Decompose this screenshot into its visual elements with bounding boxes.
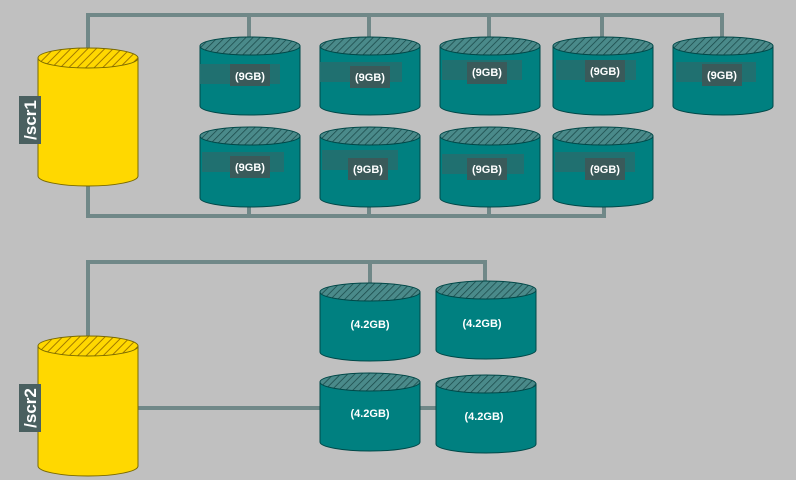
- svg-text:/scr2: /scr2: [21, 388, 40, 428]
- disk-cylinder: (4.2GB): [319, 282, 421, 362]
- disk-cylinder: (4.2GB): [319, 372, 421, 452]
- scr1-connectors: [86, 13, 724, 218]
- disk-cylinder: (9GB): [439, 126, 541, 208]
- disk-capacity-label: (9GB): [707, 70, 737, 82]
- disk-capacity-label: (9GB): [590, 164, 620, 176]
- disk-cylinder: (9GB): [319, 36, 421, 116]
- disk-capacity-label: (9GB): [472, 67, 502, 79]
- volume-cylinder-scr2: [37, 335, 139, 477]
- disk-capacity-label: (9GB): [590, 66, 620, 78]
- disk-capacity-label: (9GB): [353, 164, 383, 176]
- disk-cylinder: (4.2GB): [435, 374, 537, 454]
- volume-group-scr1: /scr1 (9GB) (9GB) (9GB): [19, 13, 774, 218]
- disk-cylinder: (4.2GB): [435, 280, 537, 360]
- disk-capacity-label: (4.2GB): [350, 408, 389, 420]
- disk-cylinder: (9GB): [552, 126, 654, 208]
- scr2-connectors: [86, 260, 487, 410]
- disk-cylinder: (9GB): [199, 126, 301, 208]
- svg-text:/scr1: /scr1: [21, 100, 40, 140]
- disk-cylinder: (9GB): [439, 36, 541, 116]
- disk-capacity-label: (9GB): [472, 164, 502, 176]
- disk-cylinder: (9GB): [199, 36, 301, 116]
- disk-cylinder: (9GB): [552, 36, 654, 116]
- disk-capacity-label: (4.2GB): [464, 411, 503, 423]
- disk-capacity-label: (4.2GB): [350, 319, 389, 331]
- volume-label-scr1: /scr1: [19, 96, 41, 144]
- volume-cylinder-scr1: [37, 47, 139, 187]
- disk-cylinder: (9GB): [672, 36, 774, 116]
- disk-capacity-label: (9GB): [235, 162, 265, 174]
- volume-label-scr2: /scr2: [19, 384, 41, 432]
- disk-capacity-label: (9GB): [235, 71, 265, 83]
- volume-group-scr2: /scr2 (4.2GB) (4.2GB) (4.2GB) (4.2GB): [19, 260, 537, 477]
- disk-capacity-label: (4.2GB): [462, 318, 501, 330]
- disk-cylinder: (9GB): [319, 126, 421, 208]
- disk-capacity-label: (9GB): [355, 72, 385, 84]
